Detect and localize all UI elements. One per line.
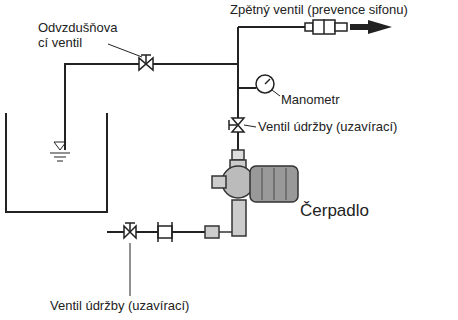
maintenance-valve bbox=[229, 118, 244, 132]
water-level-symbol bbox=[50, 142, 70, 161]
strainer bbox=[158, 222, 172, 242]
gauge-label: Manometr bbox=[281, 92, 340, 107]
check-valve bbox=[305, 20, 347, 34]
pump-label: Čerpadlo bbox=[300, 201, 369, 221]
tank bbox=[6, 113, 107, 212]
valve-label: Ventil údržby (uzavírací) bbox=[258, 119, 397, 134]
flow-arrow bbox=[368, 20, 392, 34]
pressure-gauge bbox=[256, 75, 274, 93]
check-valve-label: Zpětný ventil (prevence sifonu) bbox=[230, 2, 408, 17]
maintenance-valve bbox=[124, 223, 136, 238]
air-vent-valve bbox=[139, 55, 153, 70]
air-vent-label: Odvzdušňova cí ventil bbox=[38, 20, 110, 50]
valve-label: Ventil údržby (uzavírací) bbox=[50, 298, 189, 313]
pump bbox=[205, 150, 298, 238]
leader-lines bbox=[108, 19, 324, 296]
